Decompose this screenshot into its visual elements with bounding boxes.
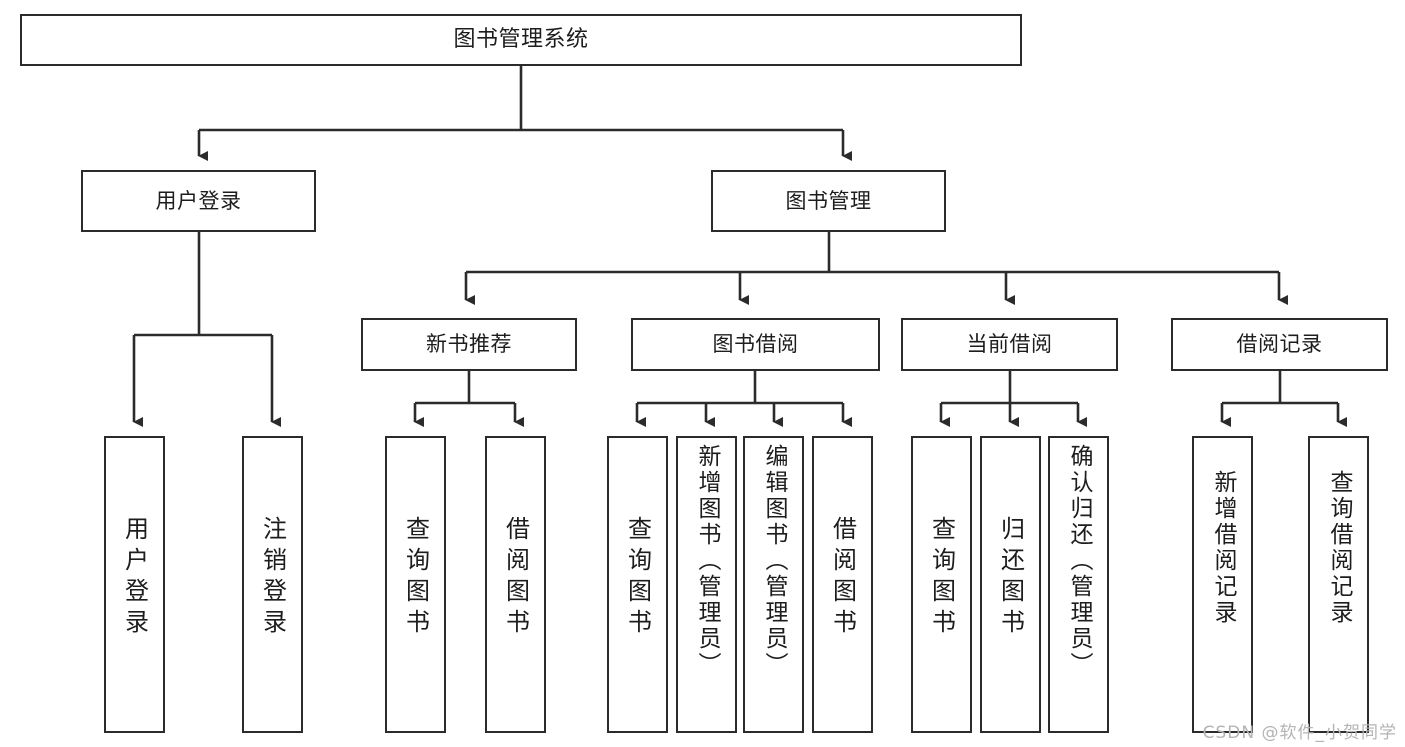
node-leaf-add-book-label: 新增图书（管理员）: [694, 444, 720, 678]
node-leaf-confirm-return[interactable]: 确认归还（管理员）: [1048, 436, 1109, 733]
node-book-borrow[interactable]: 图书借阅: [631, 318, 880, 371]
node-leaf-query-borrow-record[interactable]: 查询借阅记录: [1308, 436, 1369, 733]
node-user-login-label: 用户登录: [155, 188, 242, 213]
node-leaf-logout-label: 注销登录: [258, 516, 287, 640]
node-leaf-query-book-recommend-label: 查询图书: [401, 516, 430, 640]
node-root-label: 图书管理系统: [453, 27, 589, 53]
node-leaf-add-borrow-record-label: 新增借阅记录: [1210, 470, 1236, 626]
node-new-book-recommend[interactable]: 新书推荐: [361, 318, 577, 371]
watermark-text: CSDN @软件_小贺同学: [1202, 723, 1397, 743]
node-current-borrow[interactable]: 当前借阅: [901, 318, 1118, 371]
node-current-borrow-label: 当前借阅: [966, 332, 1053, 357]
node-book-management[interactable]: 图书管理: [711, 170, 946, 232]
node-leaf-borrow-book-recommend[interactable]: 借阅图书: [485, 436, 546, 733]
node-leaf-edit-book-label: 编辑图书（管理员）: [761, 444, 787, 678]
node-root-book-management-system[interactable]: 图书管理系统: [20, 14, 1022, 66]
node-leaf-query-borrow-record-label: 查询借阅记录: [1326, 470, 1352, 626]
node-leaf-query-book-current-label: 查询图书: [927, 516, 956, 640]
node-book-borrow-label: 图书借阅: [712, 332, 799, 357]
node-leaf-query-book-recommend[interactable]: 查询图书: [385, 436, 446, 733]
node-leaf-borrow-book[interactable]: 借阅图书: [812, 436, 873, 733]
node-book-management-label: 图书管理: [785, 188, 872, 213]
node-leaf-confirm-return-label: 确认归还（管理员）: [1066, 444, 1092, 678]
node-leaf-borrow-book-label: 借阅图书: [828, 516, 857, 640]
node-user-login[interactable]: 用户登录: [81, 170, 316, 232]
node-borrow-record-label: 借阅记录: [1236, 332, 1323, 357]
node-leaf-return-book-label: 归还图书: [996, 516, 1025, 640]
node-leaf-query-book-current[interactable]: 查询图书: [911, 436, 972, 733]
node-leaf-add-borrow-record[interactable]: 新增借阅记录: [1192, 436, 1253, 733]
node-leaf-borrow-book-recommend-label: 借阅图书: [501, 516, 530, 640]
node-borrow-record[interactable]: 借阅记录: [1171, 318, 1388, 371]
node-leaf-query-book-borrow-label: 查询图书: [623, 516, 652, 640]
node-leaf-add-book[interactable]: 新增图书（管理员）: [676, 436, 737, 733]
node-leaf-return-book[interactable]: 归还图书: [980, 436, 1041, 733]
node-leaf-user-login[interactable]: 用户登录: [104, 436, 165, 733]
node-leaf-logout[interactable]: 注销登录: [242, 436, 303, 733]
node-new-book-recommend-label: 新书推荐: [426, 332, 512, 357]
node-leaf-user-login-label: 用户登录: [120, 516, 149, 640]
node-leaf-edit-book[interactable]: 编辑图书（管理员）: [743, 436, 804, 733]
node-leaf-query-book-borrow[interactable]: 查询图书: [607, 436, 668, 733]
